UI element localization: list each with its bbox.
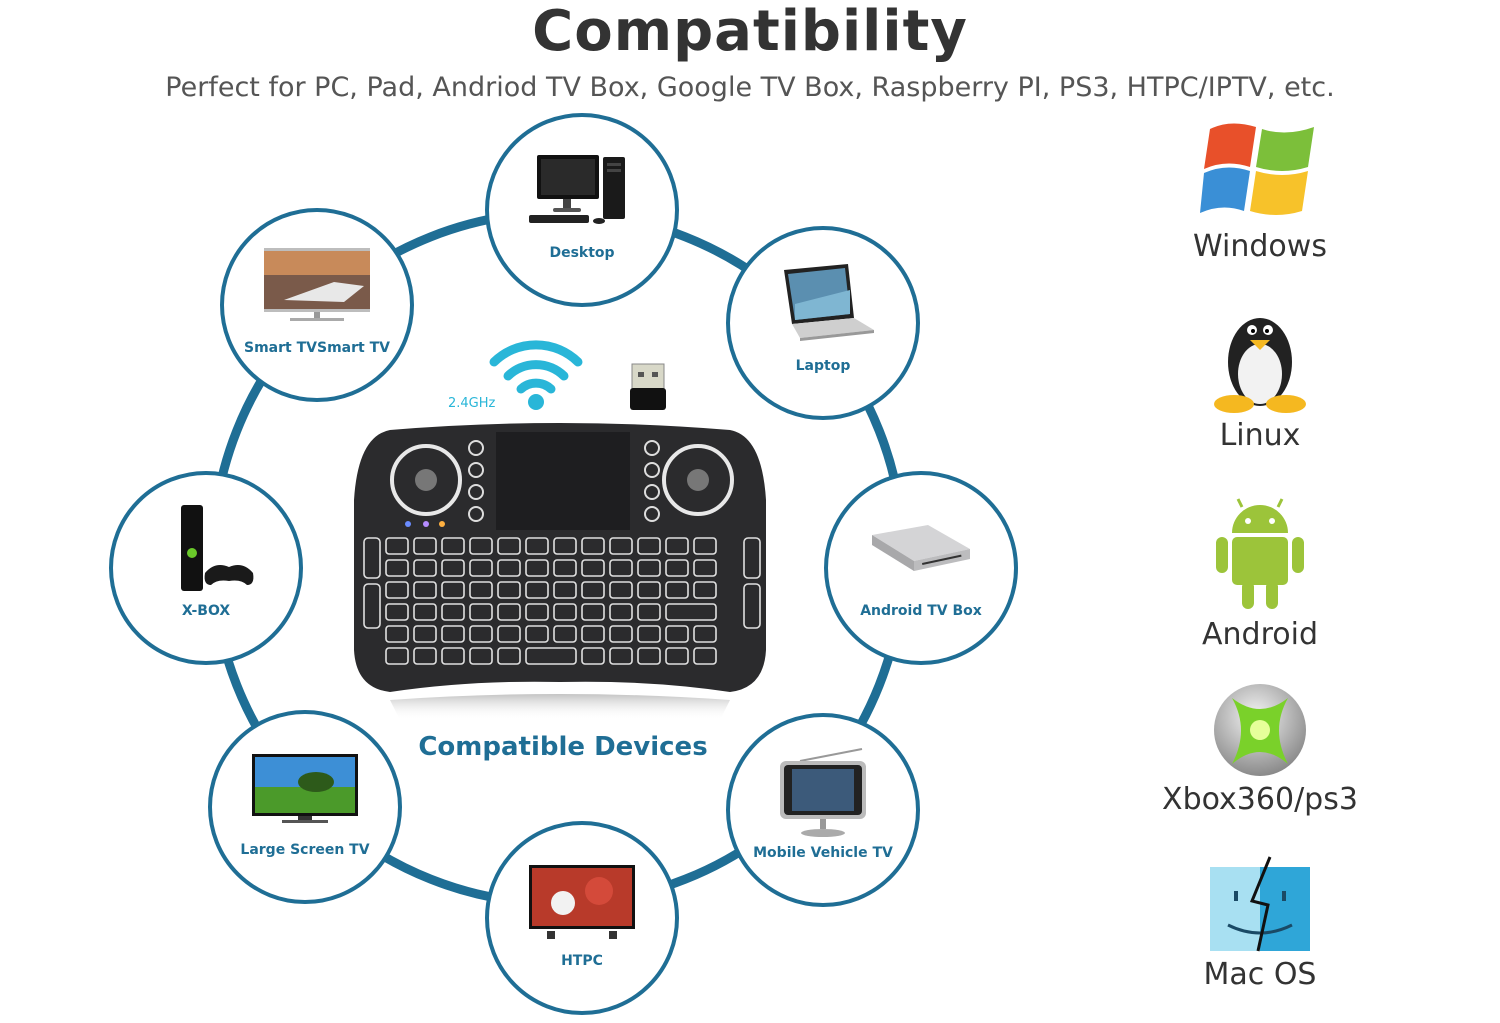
device-label: Laptop [795,358,851,374]
os-android: Android [1150,495,1370,655]
os-label: Xbox360/ps3 [1162,782,1358,817]
laptop-icon [784,264,874,341]
device-android-tv-box: Android TV Box [824,471,1018,665]
os-label: Android [1202,617,1318,652]
device-desktop: Desktop [485,113,679,307]
android-robot-icon [1216,498,1304,609]
os-windows: Windows [1150,115,1370,267]
device-label: Desktop [549,245,615,261]
device-label: Smart TVSmart TV [244,340,390,356]
device-mobile-vehicle-tv: Mobile Vehicle TV [726,713,920,907]
page-subtitle: Perfect for PC, Pad, Andriod TV Box, Goo… [165,72,1335,103]
windows-logo-icon [1200,123,1314,215]
wifi-icon [489,340,583,410]
linux-penguin-icon [1214,318,1306,413]
usb-dongle-icon [630,363,666,410]
device-htpc: HTPC [485,821,679,1015]
device-label: X-BOX [181,603,231,619]
os-linux: Linux [1150,300,1370,456]
mac-finder-icon [1210,856,1310,952]
device-laptop: Laptop [726,226,920,420]
device-label: Large Screen TV [240,842,370,858]
frequency-label: 2.4GHz [448,396,496,411]
device-label: Mobile Vehicle TV [753,845,893,861]
mini-keyboard-image [354,423,766,720]
os-label: Linux [1219,418,1301,453]
large-tv-icon [252,754,358,823]
os-label: Windows [1193,229,1327,264]
device-smart-tv: Smart TVSmart TV [220,208,414,402]
desktop-computer-icon [529,155,625,224]
page-title: Compatibility [532,0,968,64]
device-large-screen-tv: Large Screen TV [208,710,402,904]
xbox-console-icon [181,505,254,591]
device-xbox: X-BOX [109,471,303,665]
portable-tv-icon [780,748,866,837]
os-mac: Mac OS [1150,855,1370,995]
os-xbox360-ps3: Xbox360/ps3 [1150,680,1370,820]
xbox-sphere-icon [1214,684,1306,776]
compatible-devices-heading: Compatible Devices [418,732,708,762]
tv-box-icon [872,525,970,571]
os-label: Mac OS [1203,957,1317,992]
device-label: Android TV Box [860,603,982,619]
device-label: HTPC [561,953,603,969]
htpc-tv-icon [529,865,635,939]
smart-tv-icon [264,248,370,321]
